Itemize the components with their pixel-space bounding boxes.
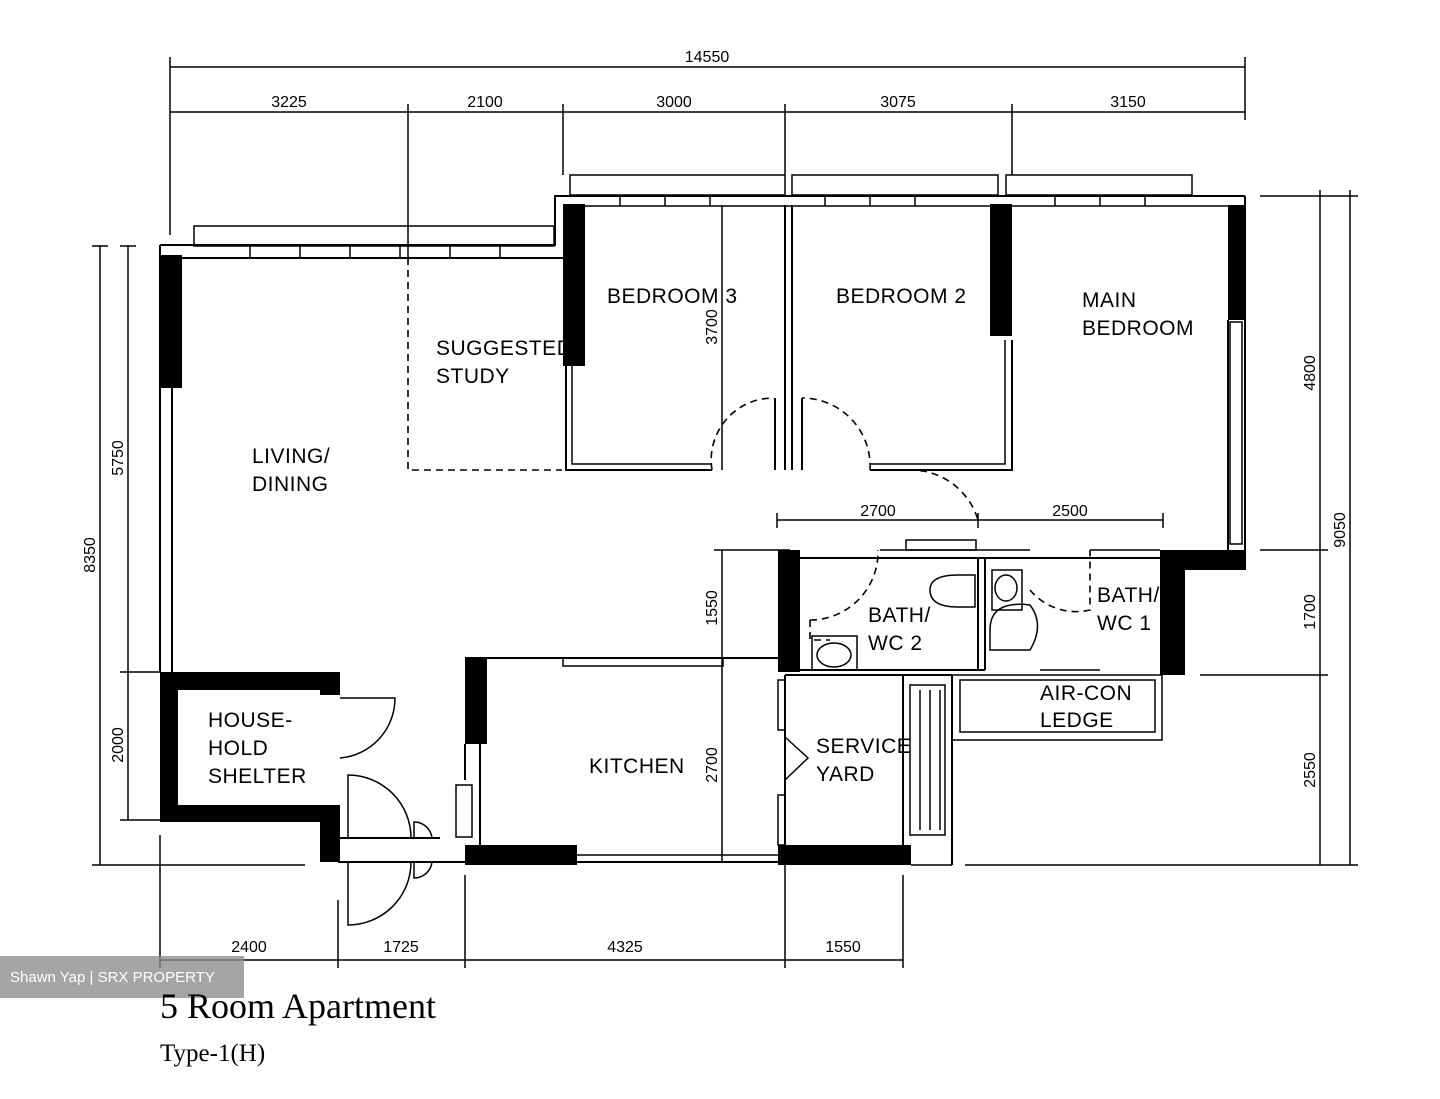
bath-wc-2-label-2: WC 2 bbox=[868, 632, 923, 655]
dim-right-1: 4800 bbox=[1302, 355, 1319, 391]
main-bedroom-label: MAIN bbox=[1082, 289, 1137, 312]
household-shelter-label: HOUSE- bbox=[208, 709, 293, 732]
bedroom-2-label: BEDROOM 2 bbox=[836, 285, 967, 308]
service-yard-label: SERVICE bbox=[816, 735, 911, 758]
room-labels: LIVING/ DINING SUGGESTED STUDY BEDROOM 3… bbox=[208, 285, 1194, 788]
service-yard-label-2: YARD bbox=[816, 763, 875, 786]
dim-total-width: 14550 bbox=[685, 49, 730, 66]
plan-subtitle: Type-1(H) bbox=[160, 1040, 266, 1067]
dim-bath-width-2: 2500 bbox=[1052, 503, 1088, 520]
suggested-study-label-2: STUDY bbox=[436, 365, 510, 388]
suggested-study-label: SUGGESTED bbox=[436, 337, 572, 360]
fixtures bbox=[811, 569, 1039, 671]
dim-kitchen-depth: 2700 bbox=[704, 747, 721, 783]
dim-top-5: 3150 bbox=[1110, 94, 1146, 111]
dim-right-3: 2550 bbox=[1302, 752, 1319, 788]
dimension-lines bbox=[92, 57, 1358, 968]
dim-bottom-4: 1550 bbox=[825, 939, 861, 956]
air-con-ledge-label-2: LEDGE bbox=[1040, 709, 1114, 732]
bath-wc-1-label-2: WC 1 bbox=[1097, 612, 1152, 635]
air-con-ledge-label: AIR-CON bbox=[1040, 682, 1132, 705]
dim-bath-depth: 1550 bbox=[704, 590, 721, 626]
bath-wc-2-label: BATH/ bbox=[868, 604, 931, 627]
kitchen-label: KITCHEN bbox=[589, 755, 685, 778]
dim-top-3: 3000 bbox=[656, 94, 692, 111]
dim-right-total: 9050 bbox=[1332, 512, 1349, 548]
living-dining-label-2: DINING bbox=[252, 473, 329, 496]
doors bbox=[339, 397, 1091, 926]
dim-left-lower: 2000 bbox=[110, 727, 127, 763]
dim-bottom-2: 1725 bbox=[383, 939, 419, 956]
watermark: Shawn Yap | SRX PROPERTY bbox=[0, 956, 244, 998]
living-dining-label: LIVING/ bbox=[252, 445, 330, 468]
bedroom-3-label: BEDROOM 3 bbox=[607, 285, 738, 308]
household-shelter-label-2: HOLD bbox=[208, 737, 268, 760]
household-shelter-label-3: SHELTER bbox=[208, 765, 307, 788]
plan-title: 5 Room Apartment bbox=[160, 986, 436, 1026]
dim-right-2: 1700 bbox=[1302, 594, 1319, 630]
dim-bedroom3-depth: 3700 bbox=[704, 309, 721, 345]
dim-top-2: 2100 bbox=[467, 94, 503, 111]
dim-bottom-3: 4325 bbox=[607, 939, 643, 956]
main-bedroom-label-2: BEDROOM bbox=[1082, 317, 1194, 340]
dim-left-upper: 5750 bbox=[110, 440, 127, 476]
bath-wc-1-label: BATH/ bbox=[1097, 584, 1160, 607]
dim-left-total: 8350 bbox=[82, 537, 99, 573]
dim-top-1: 3225 bbox=[271, 94, 307, 111]
dim-top-4: 3075 bbox=[880, 94, 916, 111]
dimension-labels: 14550 3225 2100 3000 3075 3150 2400 1725… bbox=[82, 49, 1349, 956]
walls bbox=[159, 174, 1246, 866]
dim-bottom-1: 2400 bbox=[231, 939, 267, 956]
dim-bath-width-1: 2700 bbox=[860, 503, 896, 520]
